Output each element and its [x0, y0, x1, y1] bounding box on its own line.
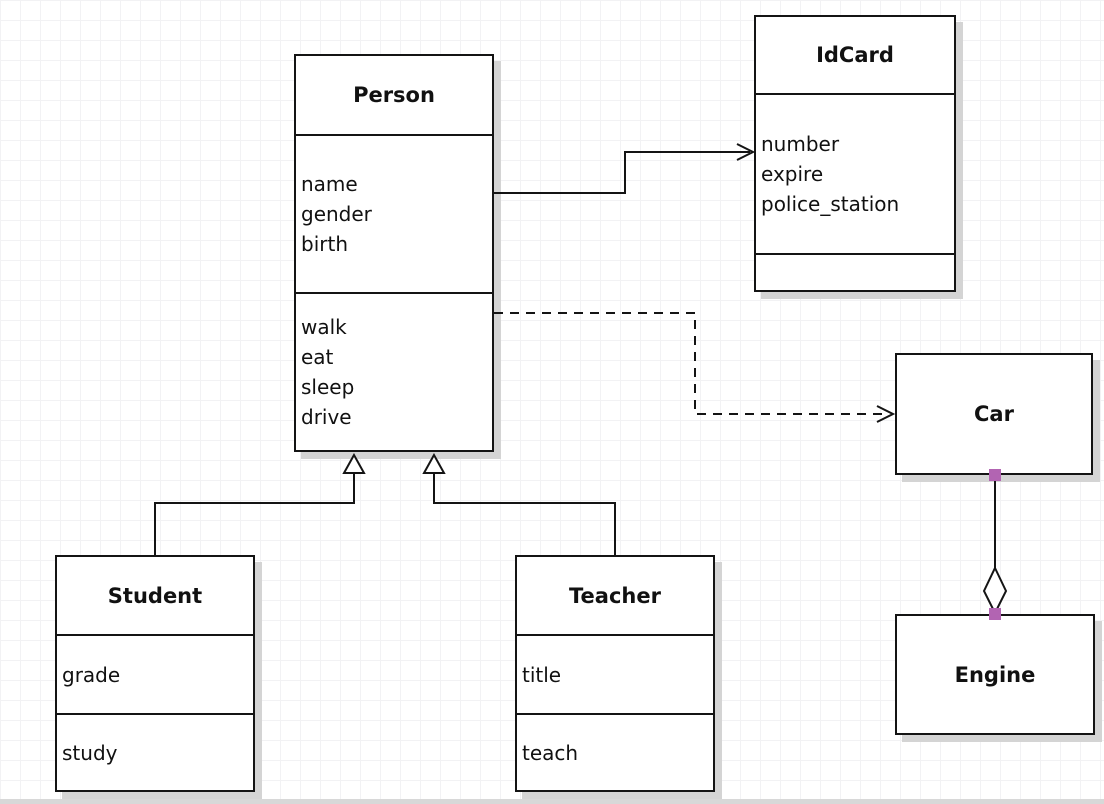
connector-teacher-person-generalization[interactable]: [422, 452, 616, 555]
connector-person-car-dependency[interactable]: [494, 312, 896, 423]
attribute: police_station: [761, 192, 900, 216]
method: sleep: [301, 375, 355, 399]
attribute: gender: [301, 202, 372, 226]
attribute: title: [522, 662, 562, 687]
class-attributes: grade: [57, 636, 253, 713]
method: study: [62, 740, 118, 765]
method: walk: [301, 315, 347, 339]
attribute: number: [761, 132, 840, 156]
class-methods: walk eat sleep drive: [296, 292, 492, 450]
class-attributes: number expire police_station: [756, 95, 954, 253]
hollow-triangle-icon: [422, 452, 446, 474]
connector-student-person-generalization[interactable]: [154, 452, 366, 555]
class-box-car[interactable]: Car: [895, 353, 1093, 475]
class-methods: study: [57, 713, 253, 790]
class-box-idcard[interactable]: IdCard number expire police_station: [754, 15, 956, 292]
class-methods: teach: [517, 713, 713, 790]
class-methods: [756, 253, 954, 290]
method: drive: [301, 405, 352, 429]
class-title: Person: [296, 56, 492, 136]
method: eat: [301, 345, 334, 369]
open-arrowhead-icon: [876, 405, 896, 423]
connector-person-idcard[interactable]: [494, 143, 756, 194]
class-title: Engine: [954, 662, 1036, 687]
hollow-triangle-icon: [342, 452, 366, 474]
hollow-diamond-icon: [982, 565, 1008, 616]
method: teach: [522, 740, 579, 765]
class-attributes: title: [517, 636, 713, 713]
class-box-student[interactable]: Student grade study: [55, 555, 255, 792]
class-title: Student: [57, 557, 253, 636]
class-box-person[interactable]: Person name gender birth walk eat sleep …: [294, 54, 494, 452]
attribute: expire: [761, 162, 824, 186]
class-box-teacher[interactable]: Teacher title teach: [515, 555, 715, 792]
open-arrowhead-icon: [736, 143, 756, 161]
connector-car-engine-aggregation[interactable]: [982, 469, 1008, 620]
attribute: birth: [301, 232, 348, 256]
class-box-engine[interactable]: Engine: [895, 614, 1095, 735]
class-title: IdCard: [756, 17, 954, 95]
canvas-bottom-edge: [0, 799, 1104, 804]
attribute: grade: [62, 662, 121, 687]
class-title: Teacher: [517, 557, 713, 636]
class-title: Car: [974, 402, 1014, 426]
class-attributes: name gender birth: [296, 136, 492, 292]
attribute: name: [301, 172, 358, 196]
